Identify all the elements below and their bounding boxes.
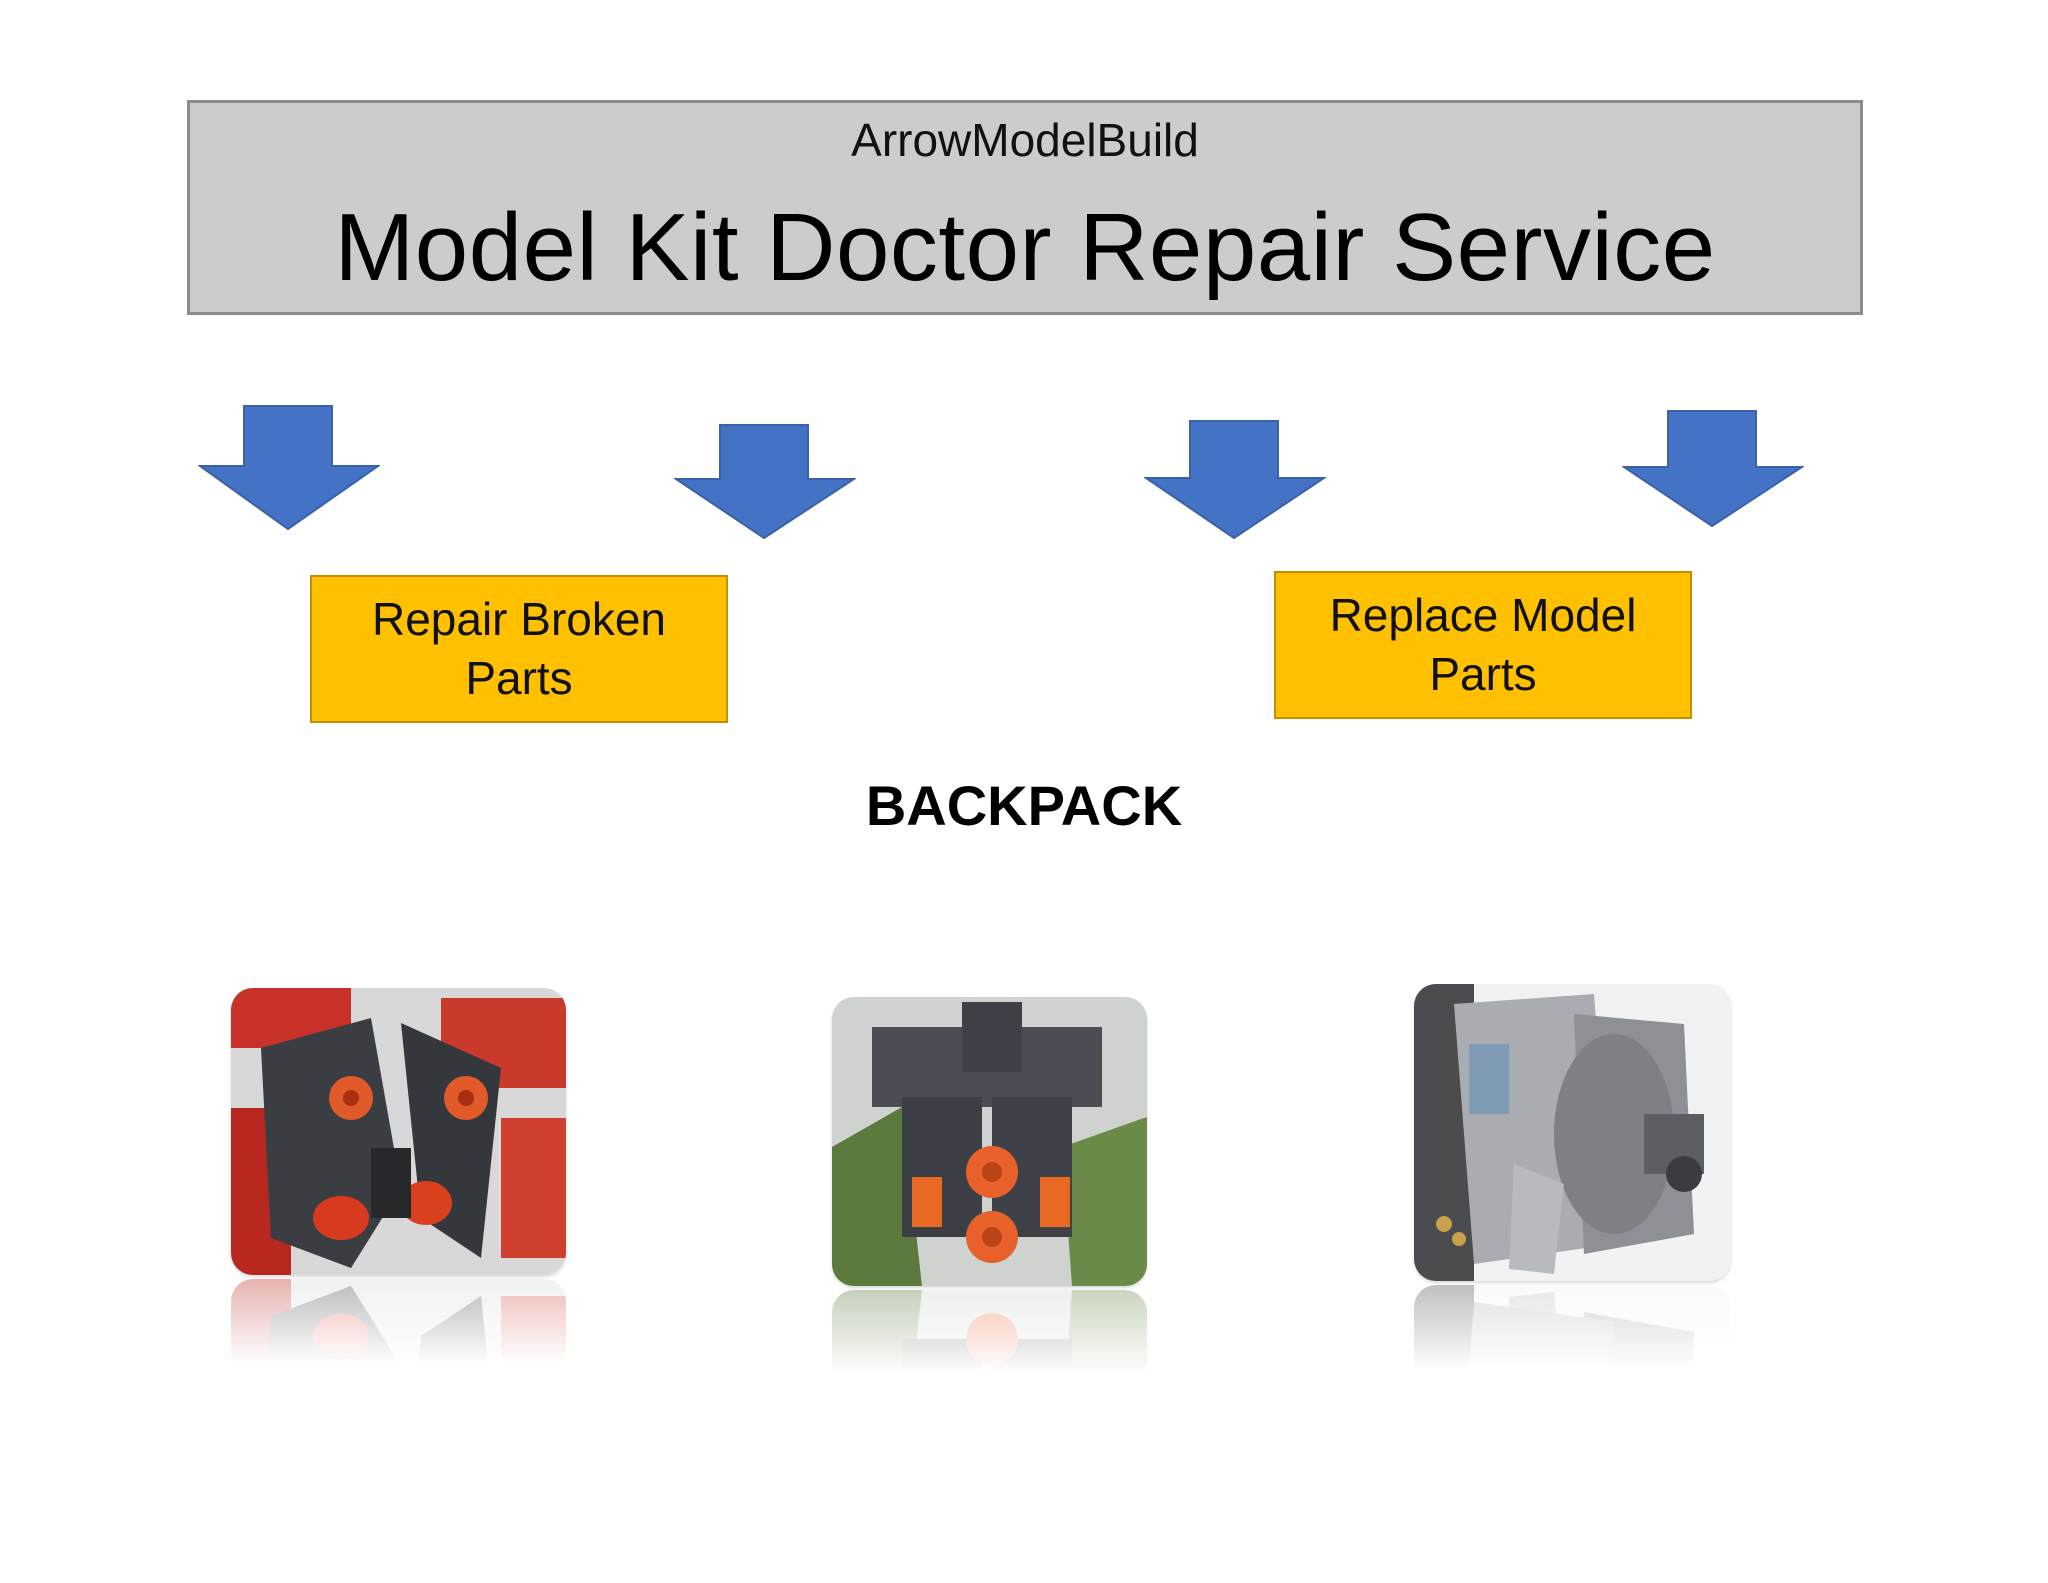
repair-broken-parts-box: Repair Broken Parts xyxy=(310,575,728,723)
page-title: Model Kit Doctor Repair Service xyxy=(334,194,1716,301)
header-banner: ArrowModelBuild Model Kit Doctor Repair … xyxy=(187,100,1863,315)
replace-model-parts-box: Replace Model Parts xyxy=(1274,571,1692,719)
down-arrow-icon xyxy=(1622,410,1804,528)
down-arrow-icon xyxy=(1144,420,1326,540)
red-backpack-photo xyxy=(231,988,566,1364)
section-label: BACKPACK xyxy=(865,774,1183,837)
green-backpack-photo xyxy=(832,997,1147,1375)
grey-backpack-photo xyxy=(1414,984,1731,1370)
down-arrow-icon xyxy=(198,405,380,531)
brand-name: ArrowModelBuild xyxy=(851,114,1199,166)
down-arrow-icon xyxy=(674,424,856,540)
